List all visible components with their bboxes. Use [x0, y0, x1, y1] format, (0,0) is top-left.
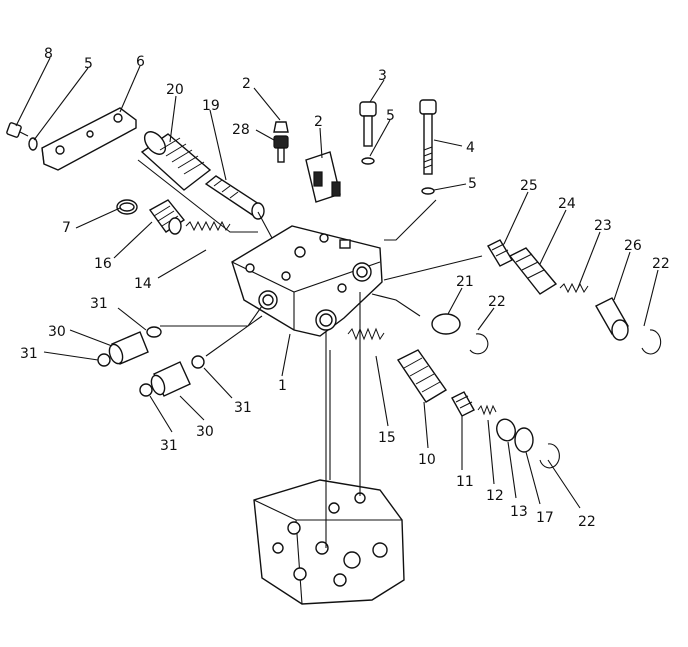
part-31-ring-b: [97, 353, 111, 367]
part-28-fitting: [273, 121, 289, 163]
part-4-bolt: [419, 99, 437, 175]
callout-31: 31: [90, 296, 108, 312]
part-2-center-fitting: [305, 151, 341, 203]
callout-30: 30: [48, 324, 66, 340]
callout-10: 10: [418, 452, 436, 468]
callout-19: 19: [202, 98, 220, 114]
part-1-valve-body: [231, 225, 383, 337]
callout-23: 23: [594, 218, 612, 234]
part-20-spool: [140, 131, 212, 191]
callout-3: 3: [378, 68, 387, 84]
callout-11: 11: [456, 474, 474, 490]
callout-labels: 8 5 6 20 2 28 19 2 3 5 4 5 7 16 14 25 24…: [20, 46, 670, 530]
part-5-washer-left: [28, 137, 38, 151]
callout-21: 21: [456, 274, 474, 290]
callout-15: 15: [378, 430, 396, 446]
part-31-ring-a: [146, 326, 162, 338]
part-14-spring: [185, 220, 231, 232]
part-8-bolt: [6, 122, 29, 138]
part-6-cover-plate: [41, 107, 137, 171]
callout-31: 31: [160, 438, 178, 454]
part-21-cap: [431, 313, 461, 335]
callout-2: 2: [242, 76, 251, 92]
part-22-snap-ring-middle: [469, 333, 489, 355]
part-10-spool: [396, 349, 448, 403]
part-7-o-ring: [116, 199, 138, 215]
callout-26: 26: [624, 238, 642, 254]
part-17-seal: [514, 427, 534, 453]
part-30-sleeve-upper: [108, 331, 149, 365]
callout-1: 1: [278, 378, 287, 394]
callout-30: 30: [196, 424, 214, 440]
callout-24: 24: [558, 196, 576, 212]
callout-20: 20: [166, 82, 184, 98]
part-23-spring: [559, 282, 589, 294]
callout-17: 17: [536, 510, 554, 526]
leader-lines: [15, 57, 659, 548]
callout-22: 22: [652, 256, 670, 272]
part-25-piston: [487, 239, 513, 267]
callout-13: 13: [510, 504, 528, 520]
part-13-plug: [496, 418, 516, 442]
part-26-plug: [595, 297, 629, 341]
part-19-valve: [204, 175, 265, 220]
callout-16: 16: [94, 256, 112, 272]
part-31-ring-c: [191, 355, 205, 369]
callout-7: 7: [62, 220, 71, 236]
callout-8: 8: [44, 46, 53, 62]
callout-5: 5: [84, 56, 93, 72]
part-5-washer-right: [421, 187, 435, 195]
part-16-piston: [148, 199, 186, 235]
callout-31: 31: [20, 346, 38, 362]
part-15-spring: [347, 327, 385, 341]
callout-25: 25: [520, 178, 538, 194]
part-22-snap-ring-right: [641, 329, 662, 355]
part-22-snap-ring-lower: [539, 443, 560, 469]
callout-31: 31: [234, 400, 252, 416]
callout-14: 14: [134, 276, 152, 292]
part-5-washer-middle: [361, 157, 375, 165]
callout-22: 22: [488, 294, 506, 310]
part-31-ring-d: [139, 383, 153, 397]
callout-28: 28: [232, 122, 250, 138]
callout-12: 12: [486, 488, 504, 504]
callout-22: 22: [578, 514, 596, 530]
callout-4: 4: [466, 140, 475, 156]
callout-6: 6: [136, 54, 145, 70]
callout-5: 5: [386, 108, 395, 124]
part-12-spring: [477, 404, 497, 416]
lower-housing: [253, 479, 405, 605]
part-24-spool: [508, 247, 558, 295]
callout-5: 5: [468, 176, 477, 192]
part-30-sleeve-lower: [150, 361, 191, 397]
callout-2: 2: [314, 114, 323, 130]
part-3-bolt: [359, 101, 377, 147]
part-11-piston: [451, 391, 475, 417]
